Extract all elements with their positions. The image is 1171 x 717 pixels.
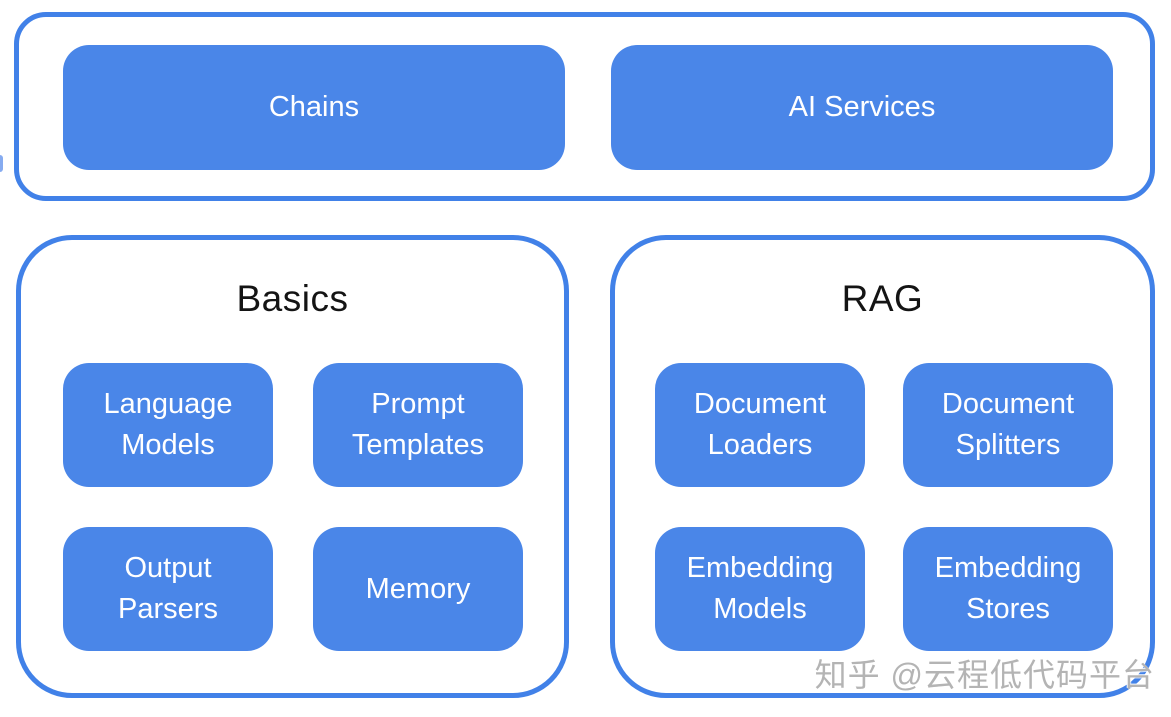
- prompt-templates-box: Prompt Templates: [313, 363, 523, 487]
- output-parsers-box: Output Parsers: [63, 527, 273, 651]
- embedding-models-box: Embedding Models: [655, 527, 865, 651]
- memory-box: Memory: [313, 527, 523, 651]
- top-group-container: Chains AI Services: [14, 12, 1155, 201]
- zhihu-watermark: 知乎 @云程低代码平台: [814, 657, 1155, 693]
- ai-services-box: AI Services: [611, 45, 1113, 170]
- language-models-box: Language Models: [63, 363, 273, 487]
- chains-box: Chains: [63, 45, 565, 170]
- basics-title: Basics: [236, 278, 349, 319]
- rag-group-container: RAG Document Loaders Document Splitters …: [610, 235, 1155, 698]
- basics-group-container: Basics Language Models Prompt Templates …: [16, 235, 569, 698]
- document-loaders-box: Document Loaders: [655, 363, 865, 487]
- left-edge-artifact: [0, 155, 3, 172]
- embedding-stores-box: Embedding Stores: [903, 527, 1113, 651]
- document-splitters-box: Document Splitters: [903, 363, 1113, 487]
- rag-title: RAG: [841, 278, 924, 319]
